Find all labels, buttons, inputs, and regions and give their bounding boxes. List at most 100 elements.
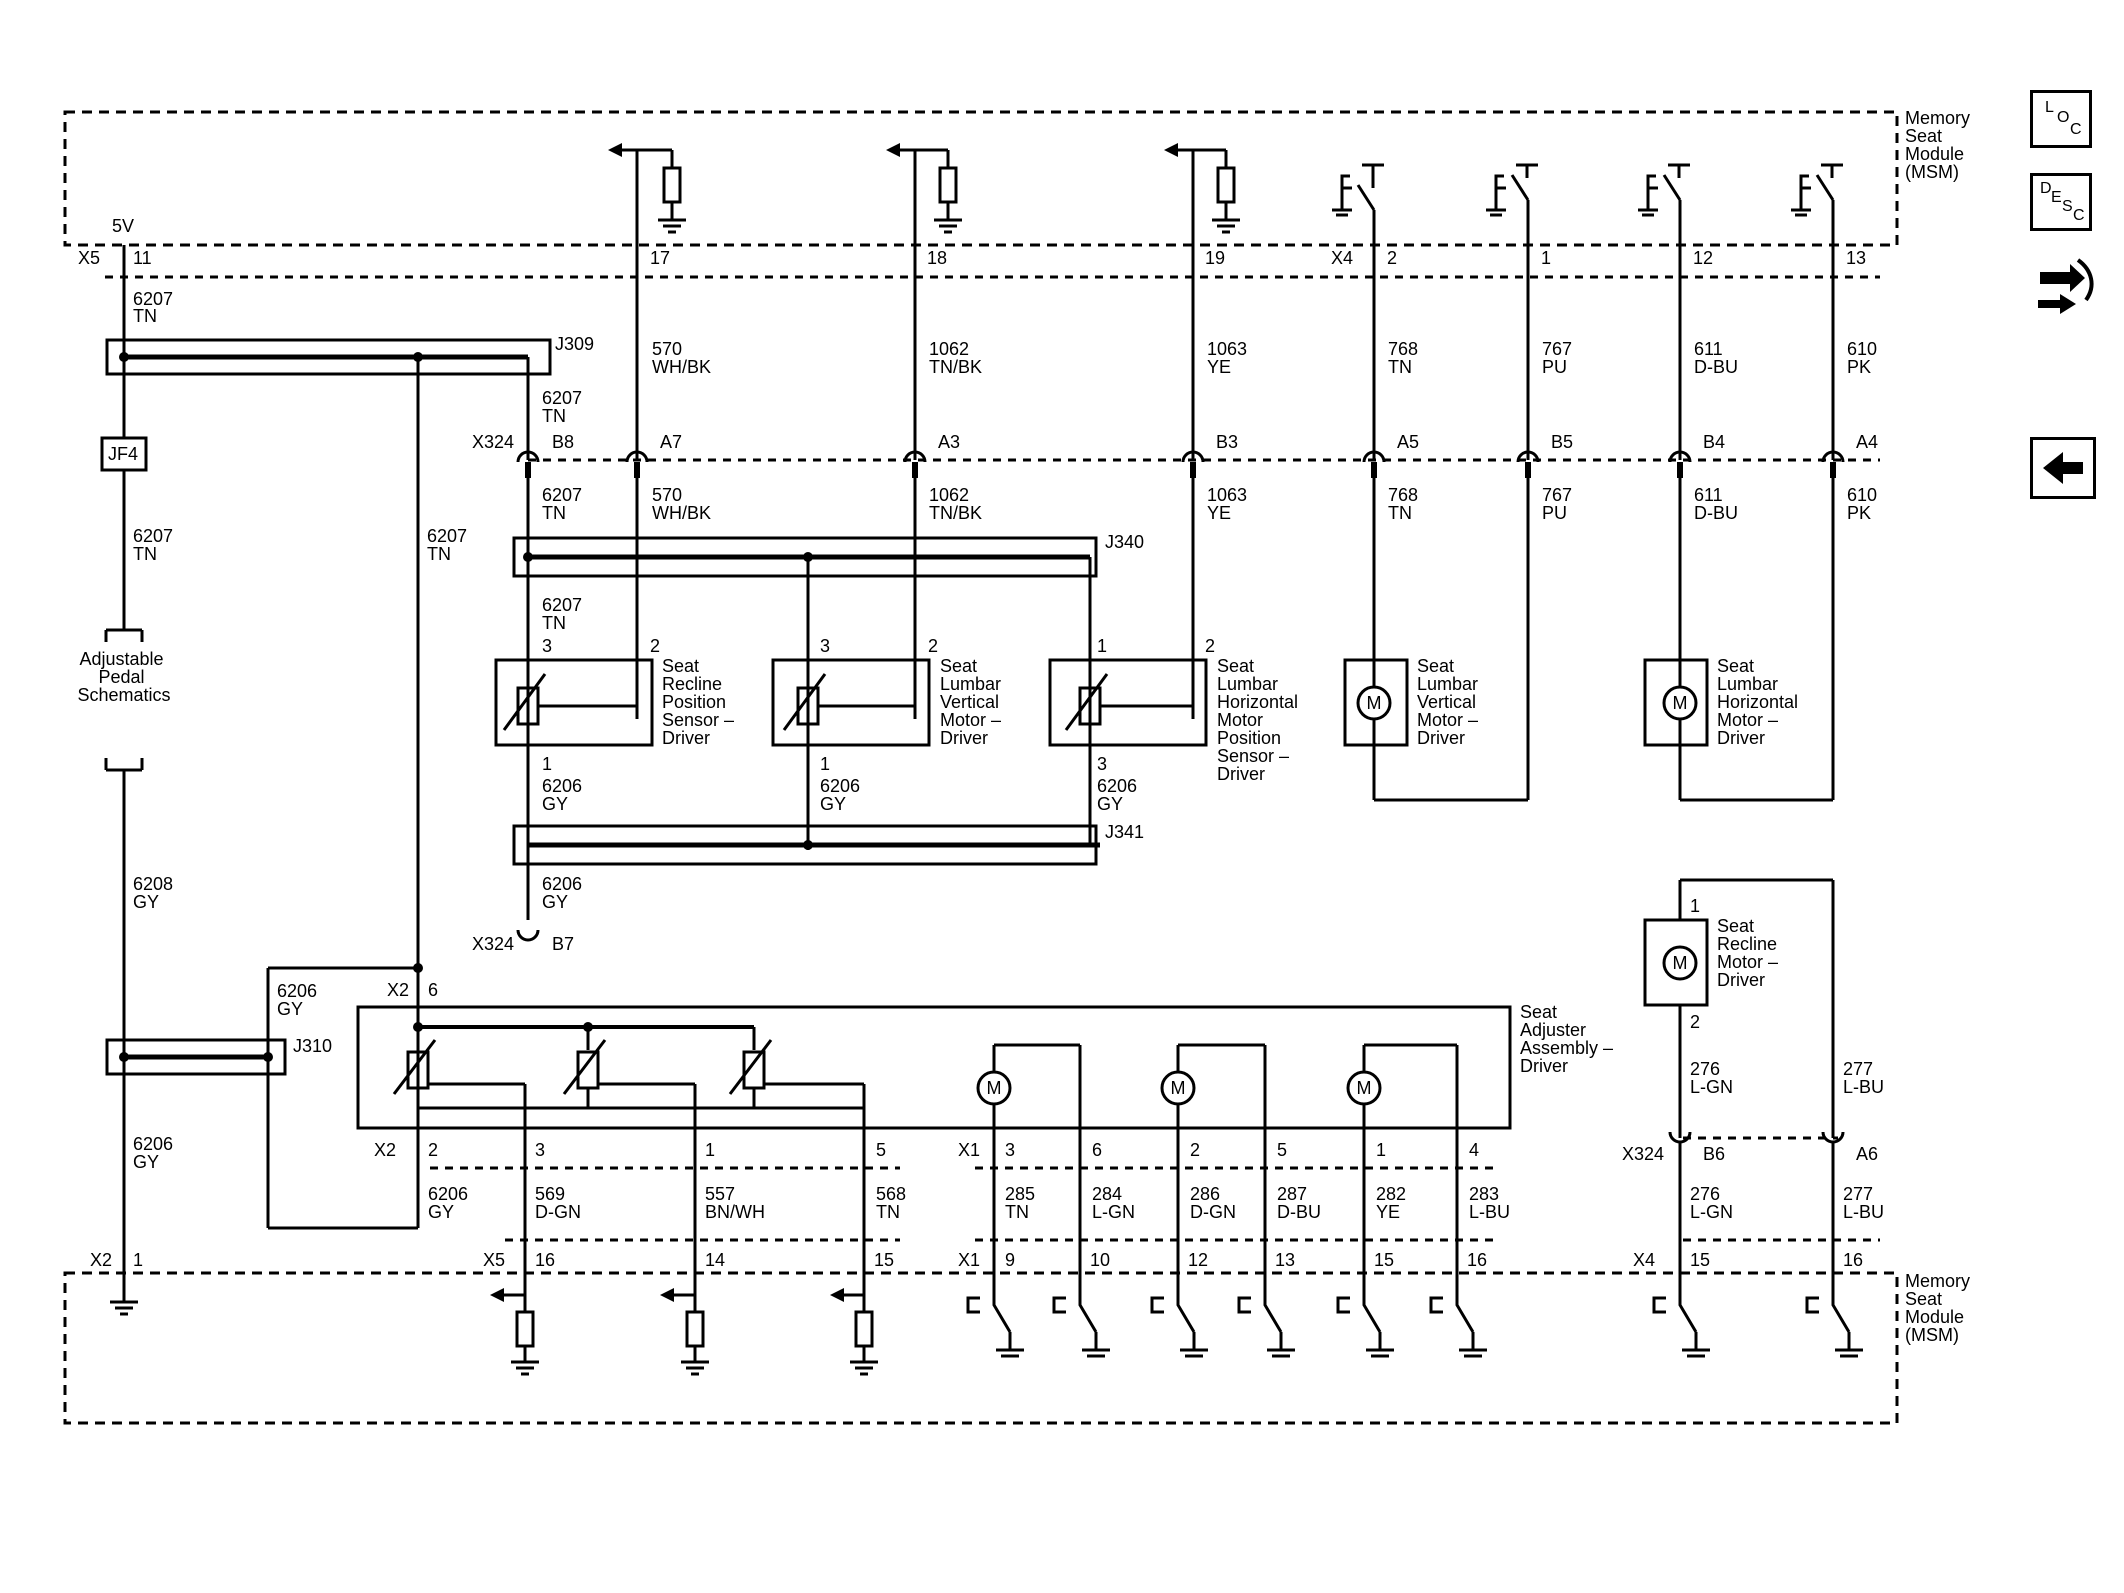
loc-icon: L [2045, 99, 2054, 116]
pin-label: 10 [1090, 1250, 1110, 1270]
lumbar-horiz-motor-box [1643, 658, 1709, 747]
switches-bottom [966, 1240, 1863, 1358]
pin-label: 16 [1843, 1250, 1863, 1270]
back-arrow-icon [2043, 452, 2083, 484]
motor-symbol: M [1673, 953, 1688, 973]
lumbar-vert-sensor-box [771, 658, 931, 747]
desc-button[interactable]: D E S C [2030, 173, 2092, 231]
pin-label: A7 [660, 432, 682, 452]
voltage-label: 5V [112, 216, 134, 236]
pedal-schematics-link[interactable]: Adjustable Pedal Schematics [77, 649, 170, 705]
motor-symbol: M [1673, 693, 1688, 713]
desc-icon-e: E [2051, 189, 2062, 206]
splice-label: J341 [1105, 822, 1144, 842]
splice-label: J310 [293, 1036, 332, 1056]
pin-label: B5 [1551, 432, 1573, 452]
pin-label: 5 [1277, 1140, 1287, 1160]
module-title-top: Memory Seat Module (MSM) [1905, 108, 1975, 182]
pin-label: 11 [133, 248, 152, 268]
pin-label: 5 [876, 1140, 886, 1160]
lumbar-vertical-motor-right-label: Seat Lumbar Vertical Motor – Driver [1417, 656, 1483, 748]
pin-label: B3 [1216, 432, 1238, 452]
x5-label: X5 [483, 1250, 505, 1270]
pin-label: 18 [927, 248, 947, 268]
loc-button[interactable]: L O C [2030, 90, 2092, 148]
pin-label: B7 [552, 934, 574, 954]
x324-label: X324 [472, 432, 514, 452]
splice-j310 [105, 1038, 287, 1076]
recline-sensor-box [494, 658, 654, 747]
pin-label: 3 [542, 636, 552, 656]
pin-label: 1 [820, 754, 830, 774]
pin-label: A5 [1397, 432, 1419, 452]
x5-top-label: X5 [78, 248, 100, 268]
recline-motor-box [1643, 918, 1709, 1007]
pin-label: 12 [1693, 248, 1713, 268]
motor-symbol: M [1357, 1078, 1372, 1098]
x2-label: X2 [387, 980, 409, 1000]
pullup-resistors-top [620, 148, 1240, 234]
back-button[interactable] [2030, 437, 2096, 499]
loc-icon-c: C [2070, 121, 2082, 138]
splice-j309 [105, 338, 552, 376]
pin-label: A3 [938, 432, 960, 452]
switches-top [1332, 163, 1843, 217]
pin-label: 3 [535, 1140, 545, 1160]
lumbar-horizontal-sensor-label: Seat Lumbar Horizontal Motor Position Se… [1217, 656, 1303, 784]
x4-top-label: X4 [1331, 248, 1353, 268]
pin-label: 2 [1387, 248, 1397, 268]
connector-tool-button[interactable] [2030, 250, 2100, 330]
lumbar-vert-motor-box [1343, 658, 1409, 747]
pin-label: 1 [1376, 1140, 1386, 1160]
pin-label: 1 [705, 1140, 715, 1160]
pin-label: 2 [428, 1140, 438, 1160]
msm-bottom-box [63, 1271, 1899, 1425]
pin-label: 3 [1097, 754, 1107, 774]
x2-label: X2 [374, 1140, 396, 1160]
junction-dots [119, 352, 813, 1062]
msm-top-box [63, 110, 1899, 247]
recline-motor-label: Seat Recline Motor – Driver [1717, 916, 1783, 990]
pin-label: 19 [1205, 248, 1225, 268]
lumbar-horiz-sensor-box [1048, 658, 1208, 747]
desc-icon-c: C [2073, 207, 2085, 224]
x324-connector-arcs [516, 450, 1845, 463]
lumbar-vertical-motor-label: Seat Lumbar Vertical Motor – Driver [940, 656, 1006, 748]
pin-label: 1 [542, 754, 552, 774]
pin-label: 1 [1097, 636, 1107, 656]
module-title-bottom: Memory Seat Module (MSM) [1905, 1271, 1975, 1345]
pin-label: 2 [1690, 1012, 1700, 1032]
pin-label: 15 [1690, 1250, 1710, 1270]
pin-label: 13 [1846, 248, 1866, 268]
pin-label: A6 [1856, 1144, 1878, 1164]
pin-label: 13 [1275, 1250, 1295, 1270]
recline-sensor-label: Seat Recline Position Sensor – Driver [662, 656, 739, 748]
motor-symbol: M [987, 1078, 1002, 1098]
pin-label: 2 [928, 636, 938, 656]
seat-adjuster-label: Seat Adjuster Assembly – Driver [1520, 1002, 1618, 1076]
x1-label: X1 [958, 1140, 980, 1160]
fuse-label: JF4 [108, 444, 138, 464]
x324-label: X324 [472, 934, 514, 954]
pin-label: 3 [1005, 1140, 1015, 1160]
